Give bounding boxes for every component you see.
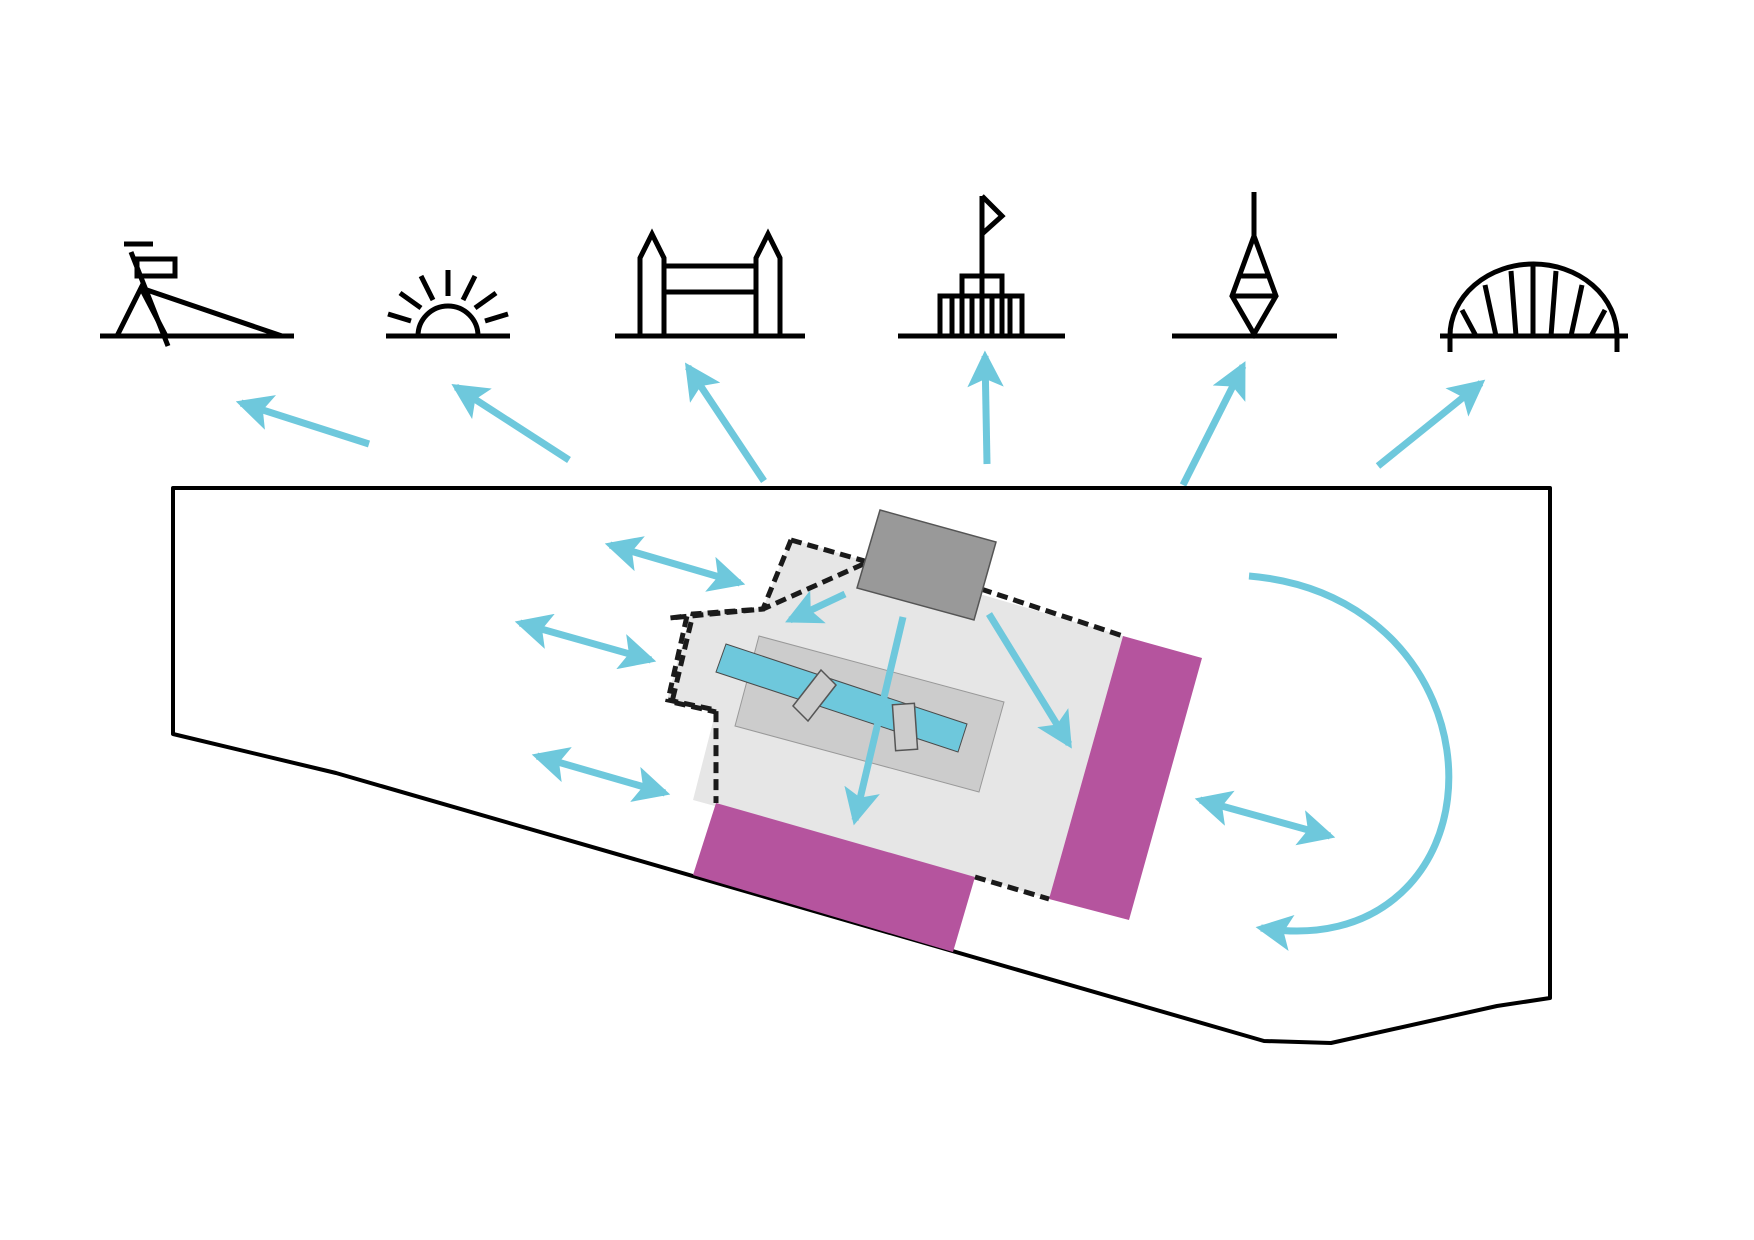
building-wing-south[interactable] [693, 803, 975, 952]
view-arrow [235, 395, 371, 448]
view-arrow [967, 350, 1004, 465]
lifeguard-tower-icon [100, 241, 294, 347]
circulation-arrow [1194, 790, 1336, 846]
building-complex [665, 509, 1202, 952]
view-arrow [1179, 361, 1247, 487]
courtyard-dashed-outline-north [980, 586, 1124, 639]
internal-arrow [986, 612, 1072, 749]
landmark-icons-row [100, 192, 1628, 352]
view-arrow [451, 384, 571, 463]
circulation-arrow [604, 536, 746, 592]
flag-monument-icon [898, 194, 1065, 339]
curved-arrow [1248, 572, 1453, 951]
building-wing-east[interactable] [1049, 636, 1202, 920]
service-block[interactable] [856, 509, 997, 621]
pool-float-right [891, 702, 919, 752]
internal-arrow [785, 590, 847, 624]
arch-bridge-icon [1440, 261, 1628, 352]
tower-icon [1172, 192, 1337, 339]
view-arrows [235, 350, 1486, 487]
view-arrow [684, 362, 767, 483]
circulation-arrows [514, 536, 1336, 846]
courtyard-dashed-outline [665, 537, 876, 803]
pool-float-left [792, 668, 837, 723]
courtyard-dashed-outline-south [974, 874, 1050, 902]
internal-arrows [785, 590, 1072, 826]
courtyard-dashed-outline-west [668, 539, 794, 715]
sunset-icon [386, 270, 510, 339]
view-arrow [1375, 379, 1486, 469]
circulation-arrow [514, 613, 657, 670]
circulation-arrow [531, 747, 671, 802]
internal-arrow [844, 616, 907, 826]
fortress-icon [615, 228, 805, 339]
